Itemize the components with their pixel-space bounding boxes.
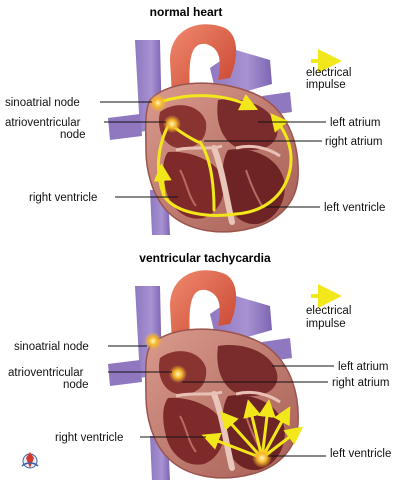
label-sinoatrial-node: sinoatrial node bbox=[14, 341, 89, 353]
panel-title: normal heart bbox=[150, 5, 223, 19]
normal-heart-panel: normal heart electrical impulse sinoatri… bbox=[5, 5, 385, 235]
tachycardia-panel: ventricular tachycardia electrical impul… bbox=[8, 251, 391, 480]
label-right-atrium: right atrium bbox=[332, 377, 390, 389]
svg-text:impulse: impulse bbox=[306, 318, 346, 330]
impulse-paths bbox=[153, 93, 293, 217]
heart-illustration bbox=[108, 270, 298, 480]
ventricular-focus-glow bbox=[252, 448, 272, 468]
label-right-ventricle: right ventricle bbox=[29, 192, 97, 204]
label-right-atrium: right atrium bbox=[325, 136, 383, 148]
label-left-atrium: left atrium bbox=[338, 361, 389, 373]
panel-title: ventricular tachycardia bbox=[139, 251, 271, 265]
label-atrioventricular-line2: node bbox=[60, 129, 86, 141]
svg-text:electrical: electrical bbox=[306, 305, 351, 317]
sinoatrial-node-glow bbox=[144, 332, 162, 350]
atrioventricular-node-glow bbox=[169, 365, 187, 383]
label-atrioventricular-line2: node bbox=[63, 379, 89, 391]
label-left-ventricle: left ventricle bbox=[330, 448, 391, 460]
impulse-legend: electrical impulse bbox=[306, 284, 351, 330]
label-atrioventricular-line1: atrioventricular bbox=[8, 367, 84, 379]
label-left-ventricle: left ventricle bbox=[324, 202, 385, 214]
label-left-atrium: left atrium bbox=[330, 117, 381, 129]
label-sinoatrial-node: sinoatrial node bbox=[5, 97, 80, 109]
impulse-legend: electrical impulse bbox=[306, 49, 351, 91]
svg-text:impulse: impulse bbox=[306, 79, 346, 91]
atrioventricular-node-glow bbox=[163, 115, 181, 133]
publisher-logo-icon bbox=[21, 452, 39, 469]
sinoatrial-node-glow bbox=[149, 94, 167, 112]
label-atrioventricular-line1: atrioventricular bbox=[5, 117, 81, 129]
label-right-ventricle: right ventricle bbox=[55, 432, 123, 444]
svg-text:electrical: electrical bbox=[306, 67, 351, 79]
